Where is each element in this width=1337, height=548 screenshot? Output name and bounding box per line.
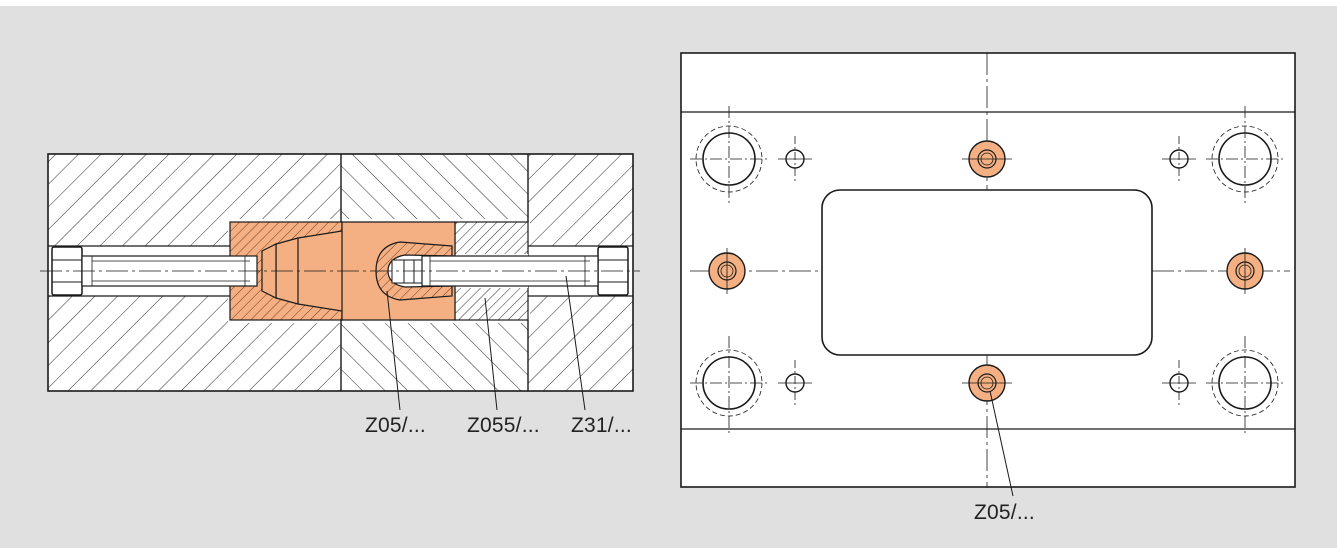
dowel-hole-br	[1162, 360, 1196, 406]
cavity-outline	[821, 189, 1153, 356]
dowel-hole-tl	[778, 136, 812, 182]
dowel-holes	[778, 136, 1196, 406]
centering-element-left	[708, 248, 746, 294]
callout-z31: Z31/...	[571, 414, 632, 437]
plan-view	[680, 52, 1296, 497]
guide-hole-br	[1206, 336, 1284, 436]
centering-element-right	[1226, 248, 1264, 294]
leader-plan-z05	[989, 390, 1014, 497]
guide-holes	[690, 106, 1284, 436]
leader-z055	[484, 297, 498, 411]
callout-z055: Z055/...	[467, 414, 540, 437]
centering-element-bottom	[962, 364, 1012, 402]
section-view	[40, 153, 640, 411]
guide-hole-tr	[1206, 106, 1284, 206]
centering-elements	[708, 140, 1264, 402]
dowel-hole-tr	[1162, 136, 1196, 182]
left-screw	[51, 246, 258, 296]
callout-plan-z05: Z05/...	[974, 501, 1035, 524]
technical-drawing	[40, 52, 1296, 497]
callout-z05: Z05/...	[365, 414, 426, 437]
leader-z31	[565, 275, 586, 411]
guide-hole-bl	[690, 336, 768, 436]
guide-hole-tl	[690, 106, 768, 206]
leader-z05	[386, 290, 401, 411]
centering-element-top	[962, 140, 1012, 178]
z05-taper-tip	[261, 243, 277, 299]
dowel-hole-bl	[778, 360, 812, 406]
